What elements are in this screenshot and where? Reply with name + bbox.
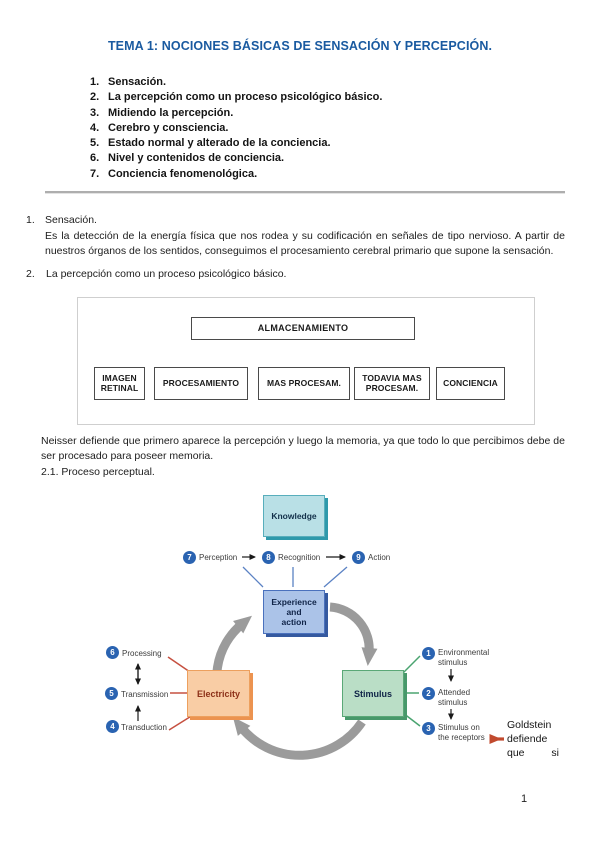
step-circle-6: 6 xyxy=(106,646,119,659)
toc-item-number: 3. xyxy=(90,106,100,119)
step-label-action: Action xyxy=(368,553,391,562)
horizontal-divider xyxy=(45,191,565,194)
toc-item: 4. Cerebro y consciencia. xyxy=(90,121,382,136)
step-circle-4: 4 xyxy=(106,720,119,733)
step-circle-5: 5 xyxy=(105,687,118,700)
flowchart-box-procesamiento: PROCESAMIENTO xyxy=(154,367,248,400)
step-circle-3: 3 xyxy=(422,722,435,735)
toc-item: 5. Estado normal y alterado de la concien… xyxy=(90,136,382,151)
goldstein-annotation: Goldstein defiende que si xyxy=(507,719,559,759)
toc-item-label: Nivel y contenidos de conciencia. xyxy=(108,152,285,165)
toc-item: 2. La percepción como un proceso psicológ… xyxy=(90,90,382,105)
page-title: TEMA 1: NOCIONES BÁSICAS DE SENSACIÓN Y … xyxy=(107,39,493,53)
neisser-paragraph: Neisser defiende que primero aparece la … xyxy=(41,435,565,463)
step-label-transmission: Transmission xyxy=(121,690,169,699)
step-circle-8: 8 xyxy=(262,551,275,564)
step-label-attended-stimulus: Attended stimulus xyxy=(438,688,471,707)
flowchart-box-todavia-mas-procesam: TODAVIA MAS PROCESAM. xyxy=(354,367,430,400)
toc-item-number: 4. xyxy=(90,121,100,134)
section2-heading: La percepción como un proceso psicológic… xyxy=(46,268,287,280)
step-label-perception: Perception xyxy=(199,553,238,562)
storage-flowchart-figure: ALMACENAMIENTO IMAGEN RETINAL PROCESAMIE… xyxy=(77,297,535,425)
toc-item-label: La percepción como un proceso psicológic… xyxy=(108,91,383,104)
page-number: 1 xyxy=(520,793,528,805)
flowchart-box-mas-procesam: MAS PROCESAM. xyxy=(258,367,350,400)
toc-item: 1. Sensación. xyxy=(90,75,382,90)
section1-heading: Sensación. xyxy=(45,214,97,226)
toc-item-label: Midiendo la percepción. xyxy=(108,106,234,119)
cycle-arc-stimulus-to-electricity-icon xyxy=(232,716,366,760)
toc-item: 7. Conciencia fenomenológica. xyxy=(90,167,382,182)
step-circle-9: 9 xyxy=(352,551,365,564)
toc-item-number: 1. xyxy=(90,76,100,88)
toc-list: 1. Sensación. 2. La percepción como un pro… xyxy=(90,75,382,182)
flowchart-box-imagen-retinal: IMAGEN RETINAL xyxy=(94,367,145,400)
toc-item-label: Conciencia fenomenológica. xyxy=(108,167,258,180)
toc-item-label: Sensación. xyxy=(108,76,167,88)
cycle-box-electricity: Electricity xyxy=(187,670,250,717)
step-label-stimulus-on-receptors: Stimulus on the receptors xyxy=(438,723,485,742)
step-circle-7: 7 xyxy=(183,551,196,564)
flowchart-box-almacenamiento: ALMACENAMIENTO xyxy=(191,317,415,340)
step-circle-2: 2 xyxy=(422,687,435,700)
step-label-transduction: Transduction xyxy=(121,723,167,732)
cycle-box-experience-and-action: Experience and action xyxy=(263,590,325,634)
toc-item: 6. Nivel y contenidos de conciencia. xyxy=(90,151,382,166)
section1-body: Es la detección de la energía física que… xyxy=(45,230,565,258)
stimulus-link-lines-icon xyxy=(402,655,421,727)
toc-item-label: Cerebro y consciencia. xyxy=(108,121,229,134)
toc-item-number: 5. xyxy=(90,137,100,150)
cycle-box-stimulus: Stimulus xyxy=(342,670,404,717)
section1-number: 1. xyxy=(26,214,35,226)
step-label-recognition: Recognition xyxy=(278,553,321,562)
toc-item-number: 7. xyxy=(90,167,100,180)
cycle-arc-experience-to-stimulus-icon xyxy=(329,602,378,666)
toc-item-number: 6. xyxy=(90,152,100,165)
step-circle-1: 1 xyxy=(422,647,435,660)
step-label-environmental-stimulus: Environmental stimulus xyxy=(438,648,490,667)
section2-number: 2. xyxy=(26,268,35,280)
step-label-processing: Processing xyxy=(122,649,162,658)
flowchart-box-conciencia: CONCIENCIA xyxy=(436,367,505,400)
experience-link-lines-icon xyxy=(242,566,348,588)
cycle-box-knowledge: Knowledge xyxy=(263,495,325,537)
toc-item-label: Estado normal y alterado de la concienci… xyxy=(108,137,331,150)
section21-heading: 2.1. Proceso perceptual. xyxy=(41,466,155,478)
toc-item: 3. Midiendo la percepción. xyxy=(90,106,382,121)
toc-item-number: 2. xyxy=(90,91,100,104)
